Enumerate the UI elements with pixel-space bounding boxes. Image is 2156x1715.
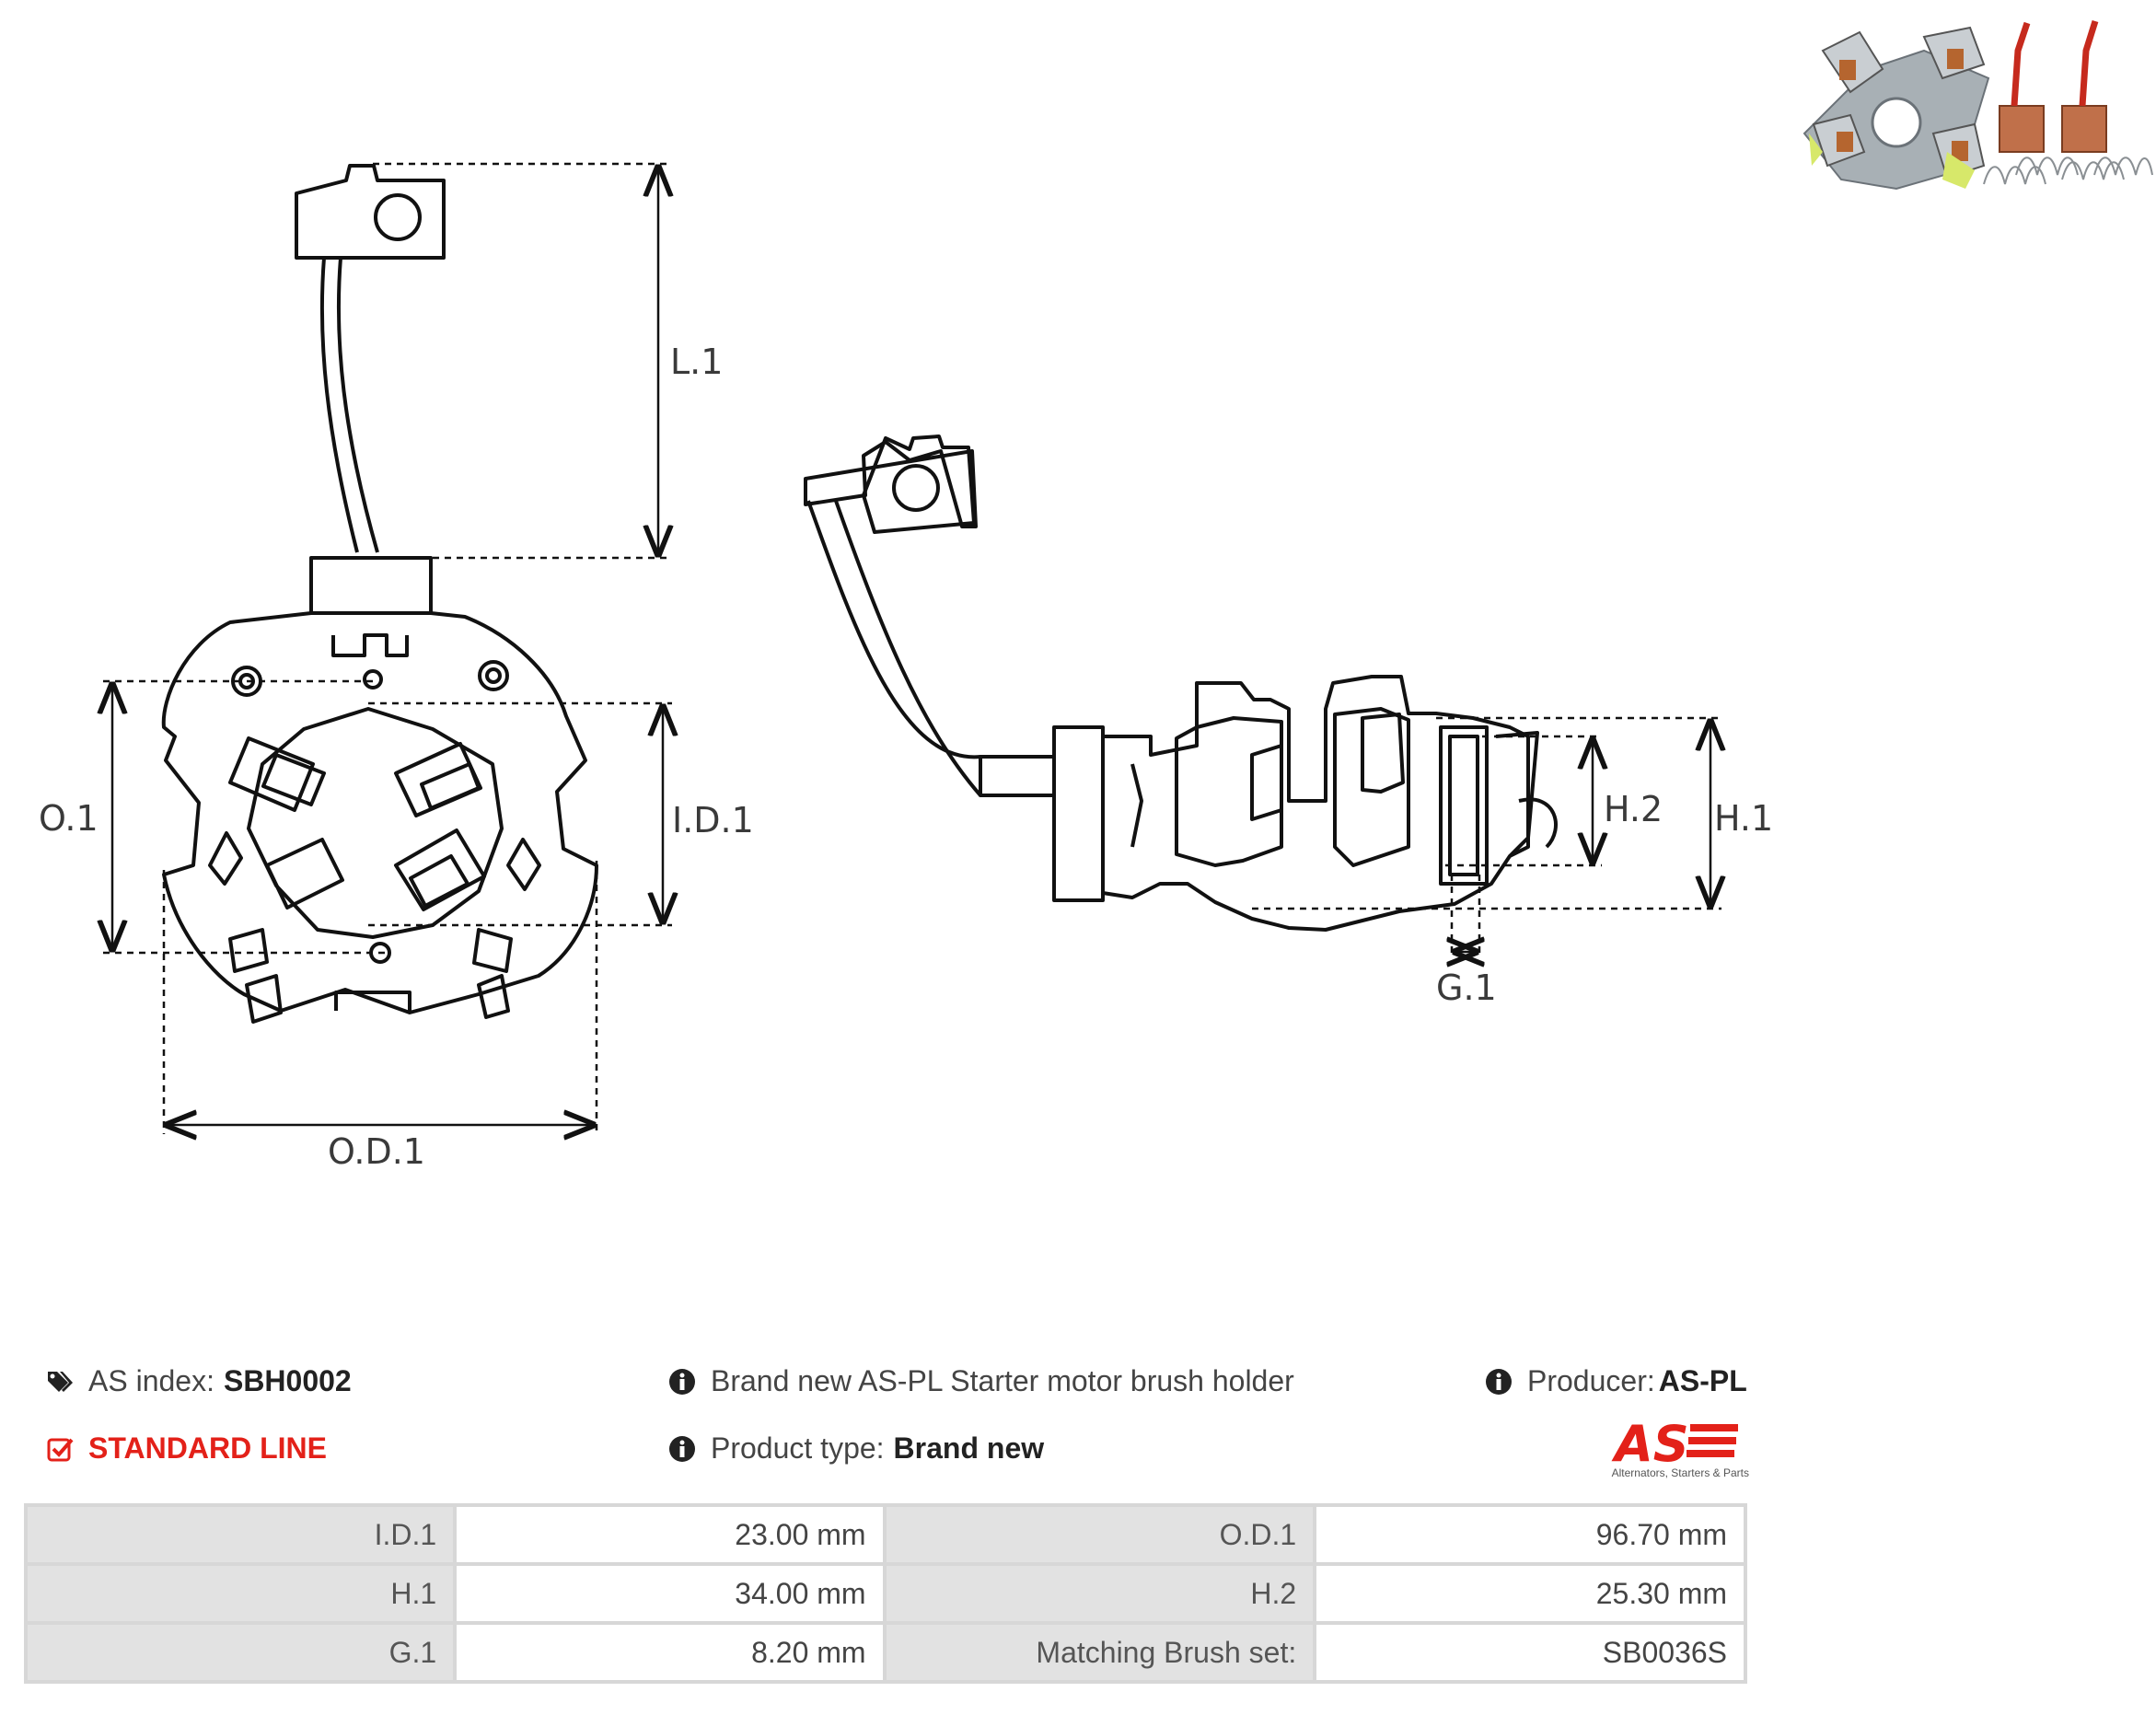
spec-value: 96.70 mm — [1316, 1507, 1744, 1562]
brushes-photo — [1999, 19, 2107, 153]
producer-label: Producer: — [1527, 1364, 1655, 1397]
svg-text:AS: AS — [1611, 1415, 1689, 1473]
standard-line: STANDARD LINE — [46, 1431, 327, 1466]
side-view — [804, 435, 1558, 932]
label-od1: O.D.1 — [328, 1131, 425, 1172]
info-icon — [669, 1368, 695, 1395]
front-view — [161, 164, 598, 1024]
logo-tagline: Alternators, Starters & Parts — [1611, 1466, 1749, 1479]
technical-drawing: L.1 O.1 I.D.1 O.D.1 — [39, 162, 1773, 1172]
matching-brush-set-value[interactable]: SB0036S — [1316, 1625, 1744, 1680]
label-l1: L.1 — [670, 342, 723, 382]
product-type-label: Product type: — [711, 1431, 885, 1465]
spec-label: O.D.1 — [886, 1507, 1314, 1562]
producer: Producer: AS-PL — [1485, 1364, 1747, 1398]
spec-value: 34.00 mm — [457, 1566, 883, 1621]
table-row: G.1 8.20 mm Matching Brush set: SB0036S — [28, 1625, 1744, 1680]
info-icon — [669, 1435, 695, 1462]
spec-label: H.1 — [28, 1566, 454, 1621]
info-icon — [1486, 1368, 1512, 1395]
label-o1: O.1 — [39, 798, 99, 839]
label-g1: G.1 — [1436, 968, 1497, 1008]
front-dimensions: L.1 O.1 I.D.1 O.D.1 — [39, 162, 754, 1172]
description: Brand new AS-PL Starter motor brush hold… — [668, 1364, 1294, 1398]
spec-label: G.1 — [28, 1625, 454, 1680]
description-text: Brand new AS-PL Starter motor brush hold… — [711, 1364, 1294, 1397]
label-h1: H.1 — [1714, 798, 1773, 839]
standard-line-label: STANDARD LINE — [88, 1431, 327, 1465]
tags-icon — [48, 1371, 73, 1392]
spec-value: 8.20 mm — [457, 1625, 883, 1680]
side-dimensions: H.1 H.2 G.1 — [1252, 716, 1773, 1008]
spec-label: Matching Brush set: — [886, 1625, 1314, 1680]
table-row: I.D.1 23.00 mm O.D.1 96.70 mm — [28, 1507, 1744, 1562]
as-index-value: SBH0002 — [223, 1364, 352, 1397]
producer-value: AS-PL — [1658, 1364, 1747, 1397]
spec-value: 23.00 mm — [457, 1507, 883, 1562]
spec-value: 25.30 mm — [1316, 1566, 1744, 1621]
as-index: AS index: SBH0002 — [46, 1364, 352, 1398]
spec-label: H.2 — [886, 1566, 1314, 1621]
label-id1: I.D.1 — [672, 800, 754, 840]
product-type-value: Brand new — [893, 1431, 1045, 1465]
specs-table: I.D.1 23.00 mm O.D.1 96.70 mm H.1 34.00 … — [24, 1503, 1747, 1684]
product-thumbnail — [1802, 19, 2153, 191]
brush-holder-photo — [1802, 26, 1990, 191]
check-square-icon — [47, 1438, 74, 1461]
table-row: H.1 34.00 mm H.2 25.30 mm — [28, 1566, 1744, 1621]
as-index-label: AS index: — [88, 1364, 214, 1397]
springs-photo — [1983, 156, 2153, 185]
spec-label: I.D.1 — [28, 1507, 454, 1562]
label-h2: H.2 — [1604, 789, 1663, 829]
as-pl-logo: AS — [1611, 1415, 1738, 1473]
product-type: Product type: Brand new — [668, 1431, 1044, 1466]
